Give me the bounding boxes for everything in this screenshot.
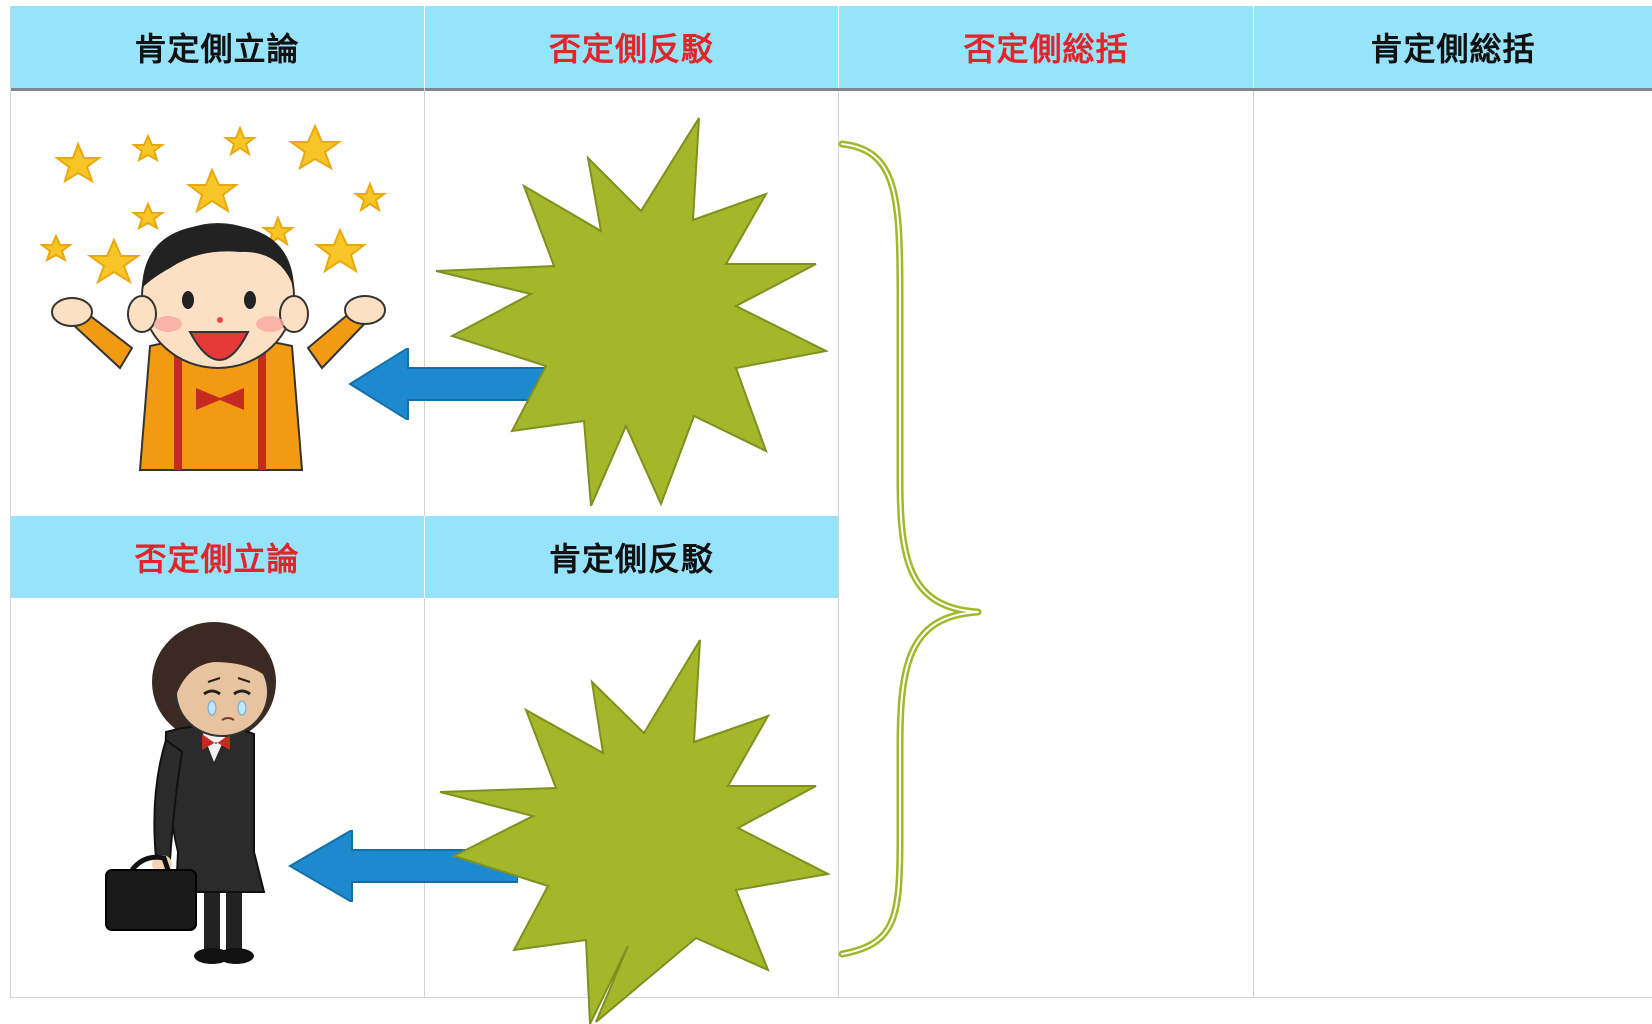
header-negative-summary: 否定側総括 [839,6,1253,88]
header-negative-constructive: 否定側立論 [10,516,424,598]
left-arrow-icon [348,348,548,420]
grid-line-v1 [10,6,11,998]
explosion-starburst-icon [436,117,828,506]
grid-line-v4 [1253,91,1254,998]
grid-line-bottom [10,997,1652,998]
grid-line-v2b [424,91,425,516]
grid-line-v2c [424,598,425,998]
header-divider-rule [10,88,1652,91]
explosion-starburst-icon-bottom [439,639,830,1024]
left-arrow-icon-bottom [288,830,518,902]
header-affirmative-constructive: 肯定側立論 [10,6,424,88]
grid-line-v3 [838,91,839,998]
header-affirmative-rebuttal: 肯定側反駁 [425,516,838,598]
curly-brace-icon [838,140,982,958]
sad-student-girl-icon [105,622,276,964]
header-negative-rebuttal: 否定側反駁 [425,6,838,88]
header-affirmative-summary: 肯定側総括 [1254,6,1652,88]
happy-boy-with-stars-icon [40,123,387,471]
